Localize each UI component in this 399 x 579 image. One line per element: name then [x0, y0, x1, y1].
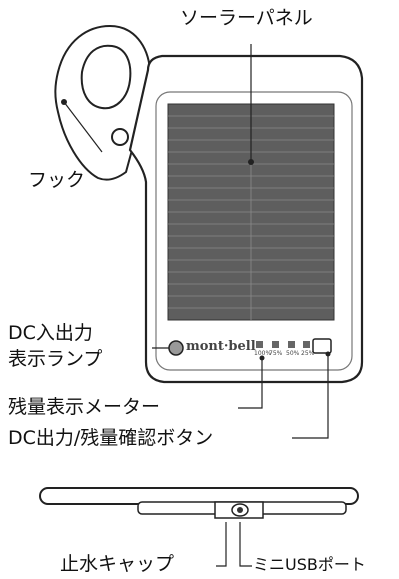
leader-dots — [61, 99, 331, 361]
label-battery-meter: 残量表示メーター — [8, 396, 161, 418]
meter-tick-75: 75% — [269, 350, 283, 357]
label-mini-usb-port: ミニUSBポート — [253, 555, 366, 574]
label-dc-lamp-line1: DC入出力 — [8, 322, 93, 344]
battery-meter — [256, 341, 310, 348]
hook-hole — [111, 128, 129, 146]
solar-cell-lines — [168, 104, 334, 320]
dc-button — [312, 338, 332, 354]
dc-lamp — [168, 340, 184, 356]
label-solar-panel: ソーラーパネル — [180, 7, 313, 29]
leader-lines — [63, 44, 329, 567]
label-dc-button: DC出力/残量確認ボタン — [8, 427, 214, 449]
label-waterproof-cap: 止水キャップ — [60, 553, 175, 575]
label-hook: フック — [28, 169, 86, 191]
meter-tick-25: 25% — [301, 350, 315, 357]
label-dc-lamp-line2: 表示ランプ — [8, 348, 103, 370]
meter-tick-100: 100% — [254, 350, 272, 357]
hook — [54, 24, 155, 181]
meter-tick-50: 50% — [286, 350, 300, 357]
brand-logo: mont·bell — [186, 339, 256, 354]
side-view — [39, 487, 359, 519]
